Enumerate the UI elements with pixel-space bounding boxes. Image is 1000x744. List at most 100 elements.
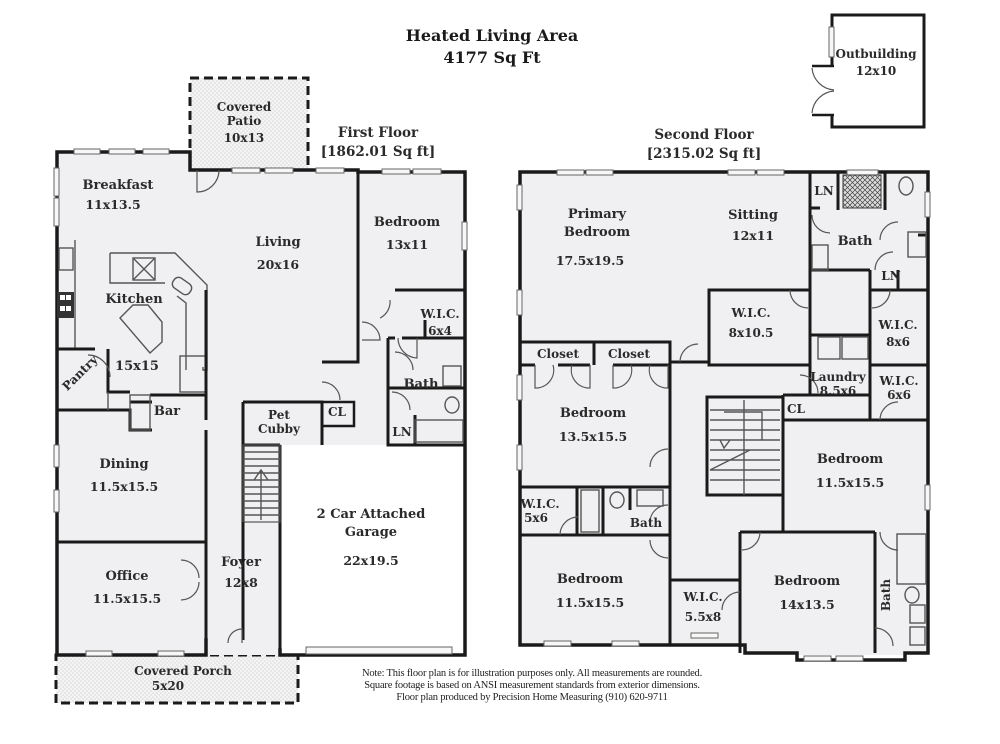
room-name: W.I.C. — [879, 374, 919, 388]
room-name: W.I.C. — [420, 307, 460, 321]
room-laundry: Laundry 8.5x6 — [810, 370, 865, 398]
bathtub-icon — [414, 419, 464, 443]
sink-icon — [811, 244, 829, 271]
garage-door — [305, 646, 453, 655]
room-name: Sitting — [728, 208, 778, 223]
room-foyer: Foyer 12x8 — [221, 555, 261, 591]
room-wic-primary: W.I.C. 8x10.5 — [729, 306, 774, 340]
room-name: Office — [105, 569, 149, 584]
room-name: Bedroom — [773, 574, 841, 589]
room-bath-mid: Bath — [630, 516, 662, 530]
room-dims: 12x8 — [224, 575, 258, 590]
room-name: Closet — [536, 347, 580, 361]
room-name: Bedroom — [373, 215, 441, 230]
bathtub-icon — [580, 489, 600, 533]
room-dims: 8x10.5 — [728, 326, 774, 340]
room-covered-porch: Covered Porch 5x20 — [134, 664, 232, 693]
room-dims: 10x13 — [223, 131, 265, 145]
room-sitting: Sitting 12x11 — [728, 208, 778, 244]
room-bedroom-c: Bedroom 11.5x15.5 — [556, 572, 624, 611]
oven-icon — [58, 247, 74, 271]
room-dims: 13.5x15.5 — [558, 429, 628, 444]
room-dims: 15x15 — [115, 359, 159, 374]
room-name: W.I.C. — [878, 318, 918, 332]
room-bedroom-b: Bedroom 11.5x15.5 — [816, 452, 884, 491]
note-line-1: Note: This floor plan is for illustratio… — [361, 668, 703, 679]
sink-icon — [442, 365, 462, 387]
room-name: Bedroom — [556, 572, 624, 587]
room-name: W.I.C. — [520, 497, 560, 511]
disclaimer-note: Note: This floor plan is for illustratio… — [362, 668, 702, 704]
room-breakfast: Breakfast 11x13.5 — [83, 178, 154, 213]
room-garage: 2 Car Attached Garage 22x19.5 — [317, 507, 426, 569]
note-line-3: Floor plan produced by Precision Home Me… — [396, 692, 668, 703]
room-dims: 11.5x15.5 — [92, 591, 162, 606]
room-wic-5-5x8: W.I.C. 5.5x8 — [683, 590, 722, 624]
first-floor-area: [1862.01 Sq ft] — [320, 144, 436, 160]
room-dims: 14x13.5 — [779, 597, 835, 612]
second-floor-header: Second Floor [2315.02 Sq ft] — [647, 126, 761, 164]
room-closet-2: Closet — [608, 347, 650, 361]
room-dining: Dining 11.5x15.5 — [90, 457, 158, 495]
heated-living-area-title: Heated Living Area 4177 Sq Ft — [406, 25, 578, 69]
dryer-icon — [841, 336, 869, 360]
room-wic-5x6: W.I.C. 5x6 — [520, 497, 559, 525]
room-name: Patio — [226, 114, 262, 128]
room-name: Covered Porch — [134, 664, 232, 678]
room-name: Living — [255, 235, 301, 250]
room-wic-8x6: W.I.C. 8x6 — [878, 318, 917, 349]
room-name: Cubby — [257, 422, 301, 436]
room-name: Garage — [344, 525, 398, 540]
room-name: W.I.C. — [683, 590, 723, 604]
room-name: Bath — [837, 234, 873, 249]
toilet-icon — [904, 586, 920, 604]
room-pet-cubby: Pet Cubby — [258, 408, 300, 436]
room-name: Dining — [99, 457, 149, 472]
room-name: W.I.C. — [731, 306, 771, 320]
covered-patio-area — [188, 76, 310, 172]
room-outbuilding: Outbuilding 12x10 — [835, 47, 916, 78]
room-living: Living 20x16 — [255, 235, 300, 273]
kitchen-counters — [57, 240, 208, 393]
room-bedroom-a: Bedroom 13.5x15.5 — [559, 406, 627, 445]
room-name: Breakfast — [82, 178, 154, 193]
kitchen-island — [119, 304, 163, 355]
sink-icon — [909, 604, 926, 624]
bathtub-icon — [896, 533, 927, 585]
second-floor-plan — [516, 169, 931, 662]
toilet-icon — [444, 396, 460, 414]
room-name: Bedroom — [563, 225, 631, 240]
room-dims: 20x16 — [256, 257, 300, 272]
room-wic: W.I.C. 6x4 — [420, 307, 459, 338]
sink-icon — [171, 276, 193, 296]
room-name: Primary — [567, 207, 627, 222]
room-dims: 8.5x6 — [819, 384, 857, 398]
room-bar: Bar — [154, 404, 180, 420]
room-dims: 6x4 — [428, 324, 452, 338]
first-floor-header: First Floor [1862.01 Sq ft] — [321, 124, 435, 162]
total-area: 4177 Sq Ft — [443, 48, 541, 67]
room-primary-bedroom: Primary Bedroom 17.5x19.5 — [556, 207, 631, 269]
room-name: Outbuilding — [835, 47, 917, 61]
room-kitchen: Kitchen — [105, 292, 162, 308]
room-dims: 5x6 — [524, 511, 548, 525]
room-ln-bath: LN — [881, 269, 900, 283]
room-name: Bedroom — [559, 406, 627, 421]
room-name: Kitchen — [105, 292, 163, 307]
sink-icon — [636, 489, 664, 507]
room-closet-1: Closet — [537, 347, 579, 361]
stairs — [242, 444, 281, 523]
sink-icon — [909, 626, 926, 646]
room-dims: 17.5x19.5 — [555, 253, 625, 268]
room-dims: 13x11 — [385, 237, 429, 252]
cooktop-icon — [132, 257, 156, 281]
room-name: CL — [328, 405, 346, 419]
room-dims: 12x11 — [731, 228, 775, 243]
windows — [53, 148, 468, 657]
room-dims: 22x19.5 — [343, 553, 399, 568]
outbuilding-plan — [811, 13, 926, 129]
toilet-icon — [609, 491, 625, 509]
room-dims: 8x6 — [886, 335, 910, 349]
room-dims: 6x6 — [887, 388, 911, 402]
